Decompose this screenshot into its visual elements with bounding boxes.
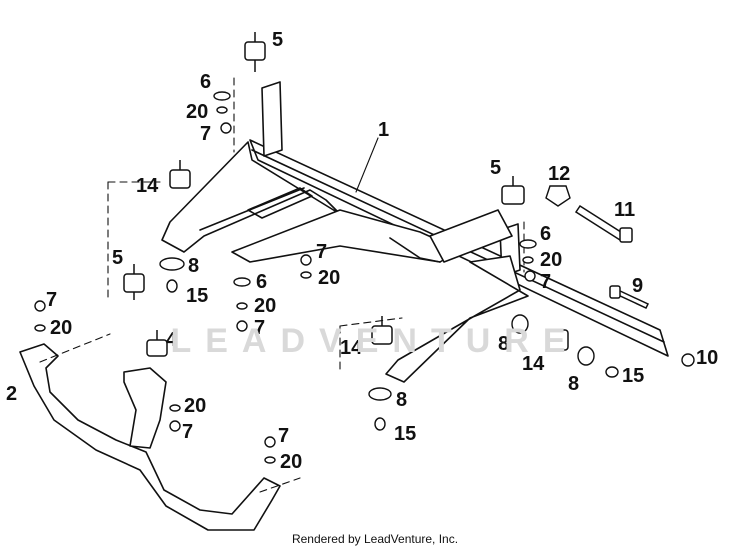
callout-20: 20 <box>254 295 276 317</box>
callout-7: 7 <box>540 271 551 293</box>
callout-4: 4 <box>166 329 178 351</box>
callout-8: 8 <box>188 255 199 277</box>
frame-upright-left <box>261 81 283 157</box>
callout-20: 20 <box>540 249 562 271</box>
frame-center-brace <box>231 209 461 263</box>
callout-20: 20 <box>280 451 302 473</box>
callout-7: 7 <box>254 317 265 339</box>
frame-bracket-right <box>385 255 529 383</box>
callout-15: 15 <box>186 285 208 307</box>
callout-11: 11 <box>614 199 635 221</box>
callout-7: 7 <box>182 421 193 443</box>
callout-5: 5 <box>490 157 501 179</box>
frame-cross-tube <box>429 209 513 263</box>
footer-credit: Rendered by LeadVenture, Inc. <box>291 532 459 546</box>
callout-7: 7 <box>200 123 211 145</box>
assembly-leaders <box>39 77 525 493</box>
callout-2: 2 <box>6 383 17 405</box>
watermark: LEADVENTURE <box>170 322 580 360</box>
rubber-mount <box>123 32 569 357</box>
callout-7: 7 <box>46 289 57 311</box>
callout-7: 7 <box>316 241 327 263</box>
callout-20: 20 <box>318 267 340 289</box>
callout-9: 9 <box>632 275 643 297</box>
washer <box>34 91 695 464</box>
callout-15: 15 <box>622 365 644 387</box>
callout-10: 10 <box>696 347 718 369</box>
callout-20: 20 <box>184 395 206 417</box>
callout-15: 15 <box>394 423 416 445</box>
callout-6: 6 <box>540 223 551 245</box>
lower-support-plate <box>19 343 281 531</box>
callout-1: 1 <box>378 119 389 141</box>
callout-8: 8 <box>396 389 407 411</box>
callout-14: 14 <box>340 337 363 359</box>
callout-6: 6 <box>200 71 211 93</box>
callout-6: 6 <box>256 271 267 293</box>
callout-8: 8 <box>568 373 579 395</box>
callout-14: 14 <box>136 175 159 197</box>
callout-20: 20 <box>50 317 72 339</box>
frame-bracket-left <box>161 141 341 253</box>
callout-5: 5 <box>112 247 123 269</box>
callout-8: 8 <box>498 333 509 355</box>
callout-12: 12 <box>548 163 570 185</box>
callout-labels: 1 2 4 5 5 5 6 6 6 7 7 7 7 7 7 7 7 8 8 8 … <box>6 29 718 473</box>
callout-14: 14 <box>522 353 545 375</box>
bolt <box>574 204 650 309</box>
callout-7: 7 <box>278 425 289 447</box>
callout-20: 20 <box>186 101 208 123</box>
callout-5: 5 <box>272 29 283 51</box>
